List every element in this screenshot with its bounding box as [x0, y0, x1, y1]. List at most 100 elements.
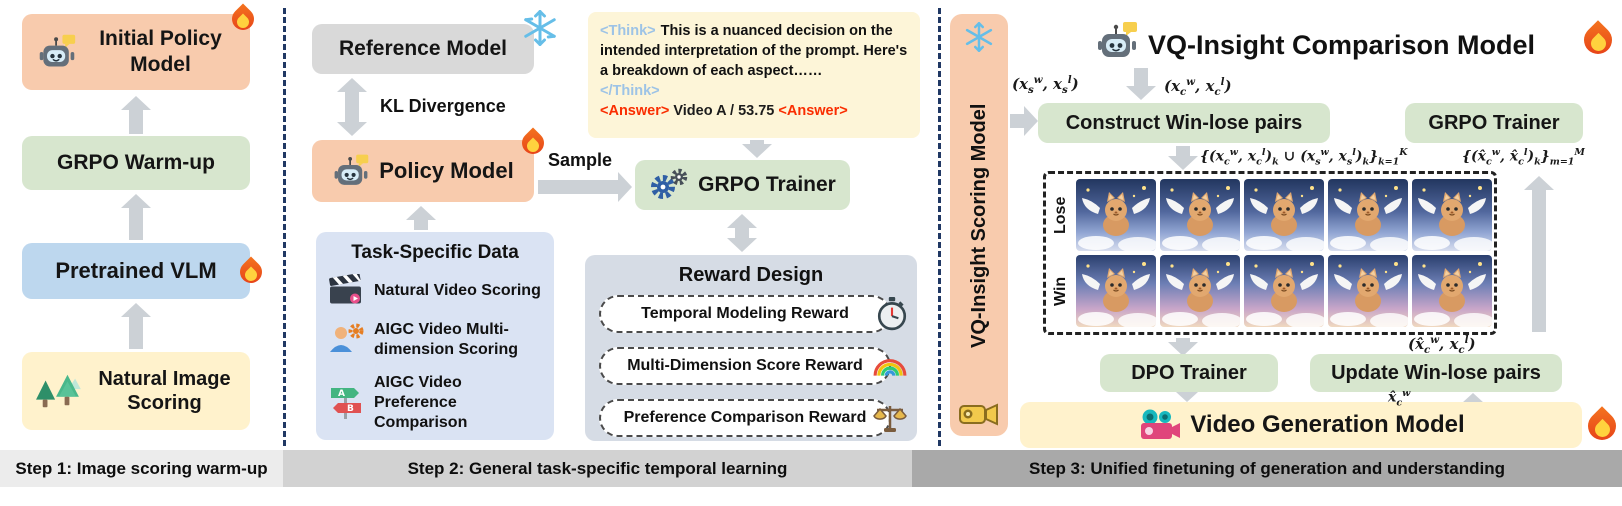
grpo-warmup-box: GRPO Warm-up	[22, 136, 250, 190]
grpo-warmup-label: GRPO Warm-up	[57, 151, 215, 175]
math-comparison-pair: (xcw, xcl)	[1164, 76, 1232, 98]
task-specific-data-title: Task-Specific Data	[351, 242, 519, 263]
natural-image-scoring-box: Natural Image Scoring	[22, 352, 250, 430]
generated-cat-image	[1244, 255, 1324, 327]
generated-cat-image	[1160, 179, 1240, 251]
think-text: This is a nuanced decision on the intend…	[600, 23, 908, 79]
arrow-up-icon	[406, 206, 436, 230]
gears-icon	[649, 168, 689, 202]
svg-text:A: A	[338, 389, 345, 399]
math-union-set: {(xcw, xcl)k ∪ (xsw, xsl)k}k=1K	[1200, 147, 1408, 168]
arrow-up-icon	[121, 194, 151, 240]
arrow-down-icon	[1126, 68, 1156, 100]
think-open-tag: <Think>	[600, 23, 656, 39]
gallery-row-label: Win	[1052, 276, 1069, 306]
trainer-reward-arrow	[727, 214, 757, 252]
generated-cat-image	[1412, 255, 1492, 327]
arrow-down-icon	[1168, 338, 1198, 356]
arrow-up-icon	[1524, 176, 1554, 332]
scales-icon	[873, 402, 907, 434]
comparison-model-title: VQ-Insight Comparison Model	[1148, 30, 1536, 60]
arrow-down-icon	[742, 140, 772, 158]
natural-image-scoring-label: Natural Image Scoring	[98, 367, 231, 414]
initial-policy-model-box: Initial Policy Model	[22, 3, 259, 90]
reward-multidim-pill: Multi-Dimension Score Reward	[599, 347, 907, 385]
arrow-up-icon	[1462, 393, 1484, 403]
generated-cat-image	[1244, 179, 1324, 251]
construct-win-lose-pairs-box: Construct Win-lose pairs	[1038, 103, 1330, 143]
reward-label: Multi-Dimension Score Reward	[627, 357, 863, 374]
think-text-block: <Think>This is a nuanced decision on the…	[600, 21, 908, 81]
dpo-trainer-label: DPO Trainer	[1131, 361, 1247, 384]
snowflake-icon	[522, 10, 558, 46]
video-generation-model-label: Video Generation Model	[1190, 411, 1465, 439]
stopwatch-icon	[877, 297, 907, 331]
task-item-natural-video: Natural Video Scoring	[328, 274, 542, 307]
gallery-row-lose: Lose	[1050, 179, 1492, 251]
construct-pairs-label: Construct Win-lose pairs	[1065, 111, 1303, 134]
pretrained-vlm-box: Pretrained VLM	[22, 243, 267, 299]
reference-model-label: Reference Model	[338, 37, 508, 61]
fire-icon	[517, 126, 549, 159]
scoring-model-label: VQ-Insight Scoring Model	[967, 103, 990, 349]
sample-arrow	[538, 172, 632, 202]
pretrained-vlm-label: Pretrained VLM	[55, 257, 217, 283]
grpo-trainer-box-step3: GRPO Trainer	[1405, 103, 1583, 143]
person-gear-icon	[328, 323, 364, 357]
trees-icon	[33, 371, 81, 411]
step-divider-1	[283, 8, 286, 446]
dpo-trainer-box: DPO Trainer	[1100, 354, 1278, 392]
robot-icon	[332, 153, 370, 189]
film-camera-icon	[1137, 408, 1181, 442]
arrow-down-icon	[1168, 146, 1198, 170]
robot-icon	[37, 33, 77, 71]
reward-design-title: Reward Design	[678, 264, 824, 286]
reward-preference-pill: Preference Comparison Reward	[599, 399, 907, 437]
generated-cat-image	[1076, 255, 1156, 327]
snowflake-icon	[964, 22, 994, 52]
reward-label: Temporal Modeling Reward	[641, 305, 849, 322]
answer-close-tag: <Answer>	[778, 103, 848, 119]
update-pairs-label: Update Win-lose pairs	[1331, 361, 1541, 384]
footer-step1-label: Step 1: Image scoring warm-up	[15, 458, 268, 478]
answer-line: <Answer> Video A / 53.75 <Answer>	[600, 101, 908, 121]
sample-label: Sample	[548, 150, 613, 170]
fire-icon	[1578, 20, 1618, 60]
step-divider-2	[938, 8, 941, 446]
initial-policy-model-label: Initial Policy Model	[99, 27, 222, 76]
footer-step1: Step 1: Image scoring warm-up	[0, 450, 283, 487]
footer-step2-label: Step 2: General task-specific temporal l…	[407, 458, 788, 478]
task-item-label: Natural Video Scoring	[374, 281, 541, 299]
vq-insight-scoring-model-box: VQ-Insight Scoring Model	[950, 14, 1008, 436]
answer-value: Video A / 53.75	[673, 103, 775, 119]
reference-model-box: Reference Model	[312, 10, 556, 74]
arrow-up-icon	[121, 303, 151, 349]
svg-text:B: B	[347, 404, 354, 414]
math-hat-set: {(x̂cw, x̂cl)k}m=1M	[1462, 147, 1585, 168]
footer-step3-label: Step 3: Unified finetuning of generation…	[1029, 458, 1505, 478]
generated-cat-image	[1328, 255, 1408, 327]
arrow-down-icon	[1176, 392, 1198, 402]
grpo-trainer-label: GRPO Trainer	[698, 173, 836, 197]
reward-design-box: Reward Design Temporal Modeling Reward M…	[585, 255, 917, 441]
gallery-row-win: Win	[1050, 255, 1492, 327]
task-item-aigc-multidim: AIGC Video Multi-dimension Scoring	[328, 320, 542, 360]
math-source-pair: (xsw, xsl)	[1012, 74, 1079, 96]
generated-cat-image	[1160, 255, 1240, 327]
kl-divergence-arrow	[337, 78, 367, 136]
clapperboard-icon	[328, 274, 364, 307]
task-specific-data-box: Task-Specific Data Natural Video Scoring…	[316, 232, 554, 440]
footer-step2: Step 2: General task-specific temporal l…	[283, 450, 912, 487]
rainbow-icon	[873, 356, 907, 376]
fire-icon	[235, 255, 267, 288]
generated-cat-image	[1412, 179, 1492, 251]
think-answer-output-box: <Think>This is a nuanced decision on the…	[588, 12, 920, 138]
kl-divergence-label: KL Divergence	[380, 96, 506, 116]
reward-temporal-pill: Temporal Modeling Reward	[599, 295, 907, 333]
video-camera-icon	[959, 400, 999, 428]
